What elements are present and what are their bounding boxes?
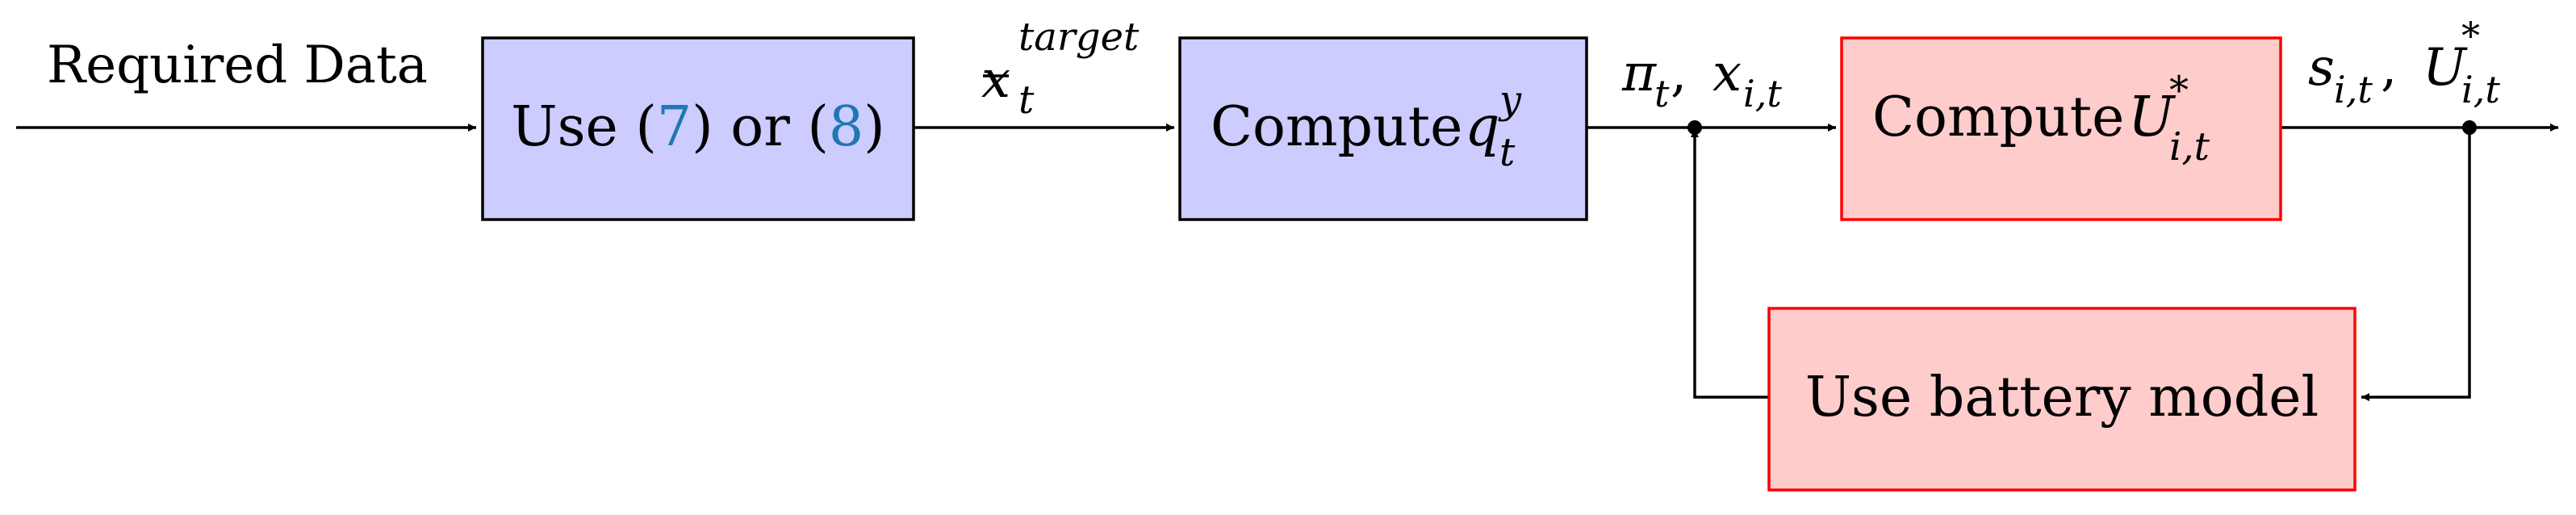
compute-q-block: Compute q t y	[1178, 36, 1588, 221]
s-sub: i,t	[2334, 68, 2373, 111]
signal-xbar-target: x t target	[981, 15, 1140, 123]
compute-q-text: Compute	[1211, 95, 1462, 159]
use-middle: ) or (	[692, 95, 829, 159]
compute-u-block: Compute U i,t *	[1840, 36, 2282, 221]
compute-q-sub: t	[1499, 130, 1516, 175]
xbar-base: x	[981, 50, 1010, 110]
battery-model-label: Use battery model	[1805, 366, 2319, 429]
signal-s-u: s i,t , U i,t *	[2308, 14, 2500, 111]
x-symbol: x	[1712, 44, 1742, 103]
compute-u-text: Compute	[1872, 86, 2124, 149]
use-prefix: Use (	[511, 95, 657, 159]
pi-symbol: π	[1621, 44, 1657, 103]
use-7-or-8-block: Use (7) or (8)	[481, 36, 915, 221]
input-label: Required Data	[47, 36, 428, 95]
battery-model-block: Use battery model	[1767, 307, 2356, 492]
use-7-or-8-label: Use (7) or (8)	[511, 95, 884, 159]
pi-x-sep: ,	[1671, 44, 1687, 103]
u-symbol: U	[2423, 38, 2468, 98]
x-sub: i,t	[1743, 72, 1782, 115]
feedback-down-arrow	[2361, 128, 2471, 401]
xbar-sup: target	[1018, 15, 1140, 60]
ref-8-link[interactable]: 8	[829, 95, 864, 159]
compute-u-sup: *	[2169, 68, 2189, 113]
s-u-sep: ,	[2381, 38, 2397, 98]
junction-dot-right	[2462, 120, 2477, 135]
u-sup: *	[2461, 14, 2480, 57]
ref-7-link[interactable]: 7	[657, 95, 692, 159]
compute-q-sup: y	[1498, 77, 1522, 123]
s-symbol: s	[2308, 38, 2335, 98]
xbar-sub: t	[1018, 77, 1035, 123]
connectors	[16, 124, 2558, 401]
junction-dot-left	[1687, 120, 1702, 135]
use-suffix: )	[864, 95, 885, 159]
compute-q-var: q	[1465, 95, 1500, 159]
compute-u-sub: i,t	[2169, 124, 2210, 170]
compute-u-var: U	[2128, 86, 2177, 149]
feedback-up-arrow	[1691, 129, 1769, 399]
pi-sub: t	[1654, 72, 1670, 115]
signal-pi-x: π t , x i,t	[1621, 44, 1782, 115]
u-sub: i,t	[2461, 68, 2500, 111]
